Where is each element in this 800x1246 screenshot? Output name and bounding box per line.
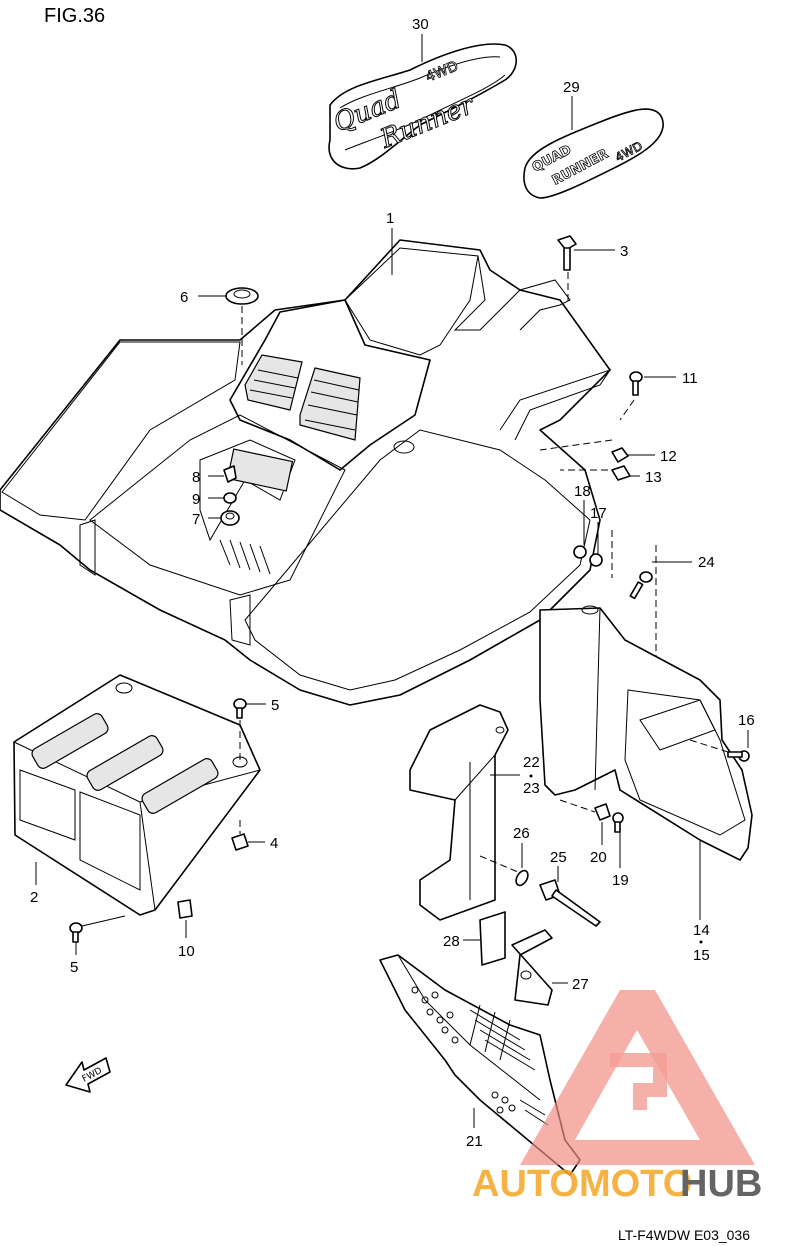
callout-23: 23 — [523, 780, 540, 797]
mesh-pattern — [411, 986, 549, 1126]
callout-12: 12 — [660, 448, 677, 465]
screw-5-upper — [233, 698, 247, 719]
side-panel-14-15 — [539, 605, 753, 861]
callout-8: 8 — [192, 469, 200, 486]
callout-4: 4 — [270, 835, 278, 852]
screw-19 — [612, 812, 624, 833]
callout-21: 21 — [466, 1133, 483, 1150]
nut-10 — [177, 899, 193, 919]
callout-5-lower: 5 — [70, 959, 78, 976]
callout-28: 28 — [443, 933, 460, 950]
callout-6: 6 — [180, 289, 188, 306]
washer-9 — [223, 492, 237, 504]
callout-10: 10 — [178, 943, 195, 960]
nut-7 — [220, 510, 240, 526]
callout-14: 14 — [693, 922, 710, 939]
callout-16: 16 — [738, 712, 755, 729]
clip-13 — [611, 465, 631, 481]
callout-17: 17 — [590, 505, 607, 522]
callout-29: 29 — [563, 79, 580, 96]
screw-5-lower — [69, 922, 83, 943]
washer-18 — [573, 545, 587, 559]
callout-22: 22 — [523, 754, 540, 771]
decal-29: QUAD RUNNER 4WD — [523, 108, 664, 199]
clip-12 — [611, 447, 629, 463]
callout-24: 24 — [698, 554, 715, 571]
watermark-logo — [520, 990, 755, 1165]
screw-11 — [629, 371, 643, 396]
grommet-6 — [225, 287, 259, 305]
bolt-3 — [557, 235, 577, 271]
bracket-27 — [511, 929, 553, 1006]
pad-28 — [479, 911, 506, 966]
washer-17 — [589, 553, 603, 567]
mud-flap-22-23 — [409, 704, 509, 921]
callout-13: 13 — [645, 469, 662, 486]
decal-30: Quad 4WD Runner — [328, 43, 518, 170]
tray-ribs — [219, 539, 271, 575]
callout-26: 26 — [513, 825, 530, 842]
skid-guard-21 — [379, 954, 581, 1176]
callout-7: 7 — [192, 511, 200, 528]
figure-label: FIG.36 — [44, 5, 105, 27]
drawing-code: LT-F4WDW E03_036 — [618, 1227, 750, 1243]
fwd-arrow-icon: FWD — [65, 1057, 111, 1093]
watermark-text-a: AUTOMOTO — [472, 1163, 692, 1205]
watermark-text-b: HUB — [680, 1163, 762, 1205]
console-vents — [244, 354, 361, 441]
callout-25: 25 — [550, 849, 567, 866]
front-fender — [0, 239, 612, 706]
front-guard-2 — [13, 674, 261, 916]
callout-5-upper: 5 — [271, 697, 279, 714]
screw-16 — [727, 750, 750, 762]
automotohub-watermark: AUTOMOTO HUB — [472, 990, 762, 1205]
callout-3: 3 — [620, 243, 628, 260]
callout-18: 18 — [574, 483, 591, 500]
callout-11: 11 — [682, 370, 698, 387]
callout-15: 15 — [693, 947, 710, 964]
fastener-8 — [223, 465, 237, 483]
nut-26 — [515, 869, 529, 887]
callout-1: 1 — [386, 210, 394, 227]
callout-27: 27 — [572, 976, 589, 993]
clip-20 — [594, 803, 611, 821]
screw-24 — [629, 571, 653, 600]
callout-30: 30 — [412, 16, 429, 33]
callout-19: 19 — [612, 872, 629, 889]
rivet-25 — [539, 879, 601, 927]
callout-2: 2 — [30, 889, 38, 906]
callout-20: 20 — [590, 849, 607, 866]
callout-9: 9 — [192, 491, 200, 508]
clip-4 — [231, 833, 249, 851]
